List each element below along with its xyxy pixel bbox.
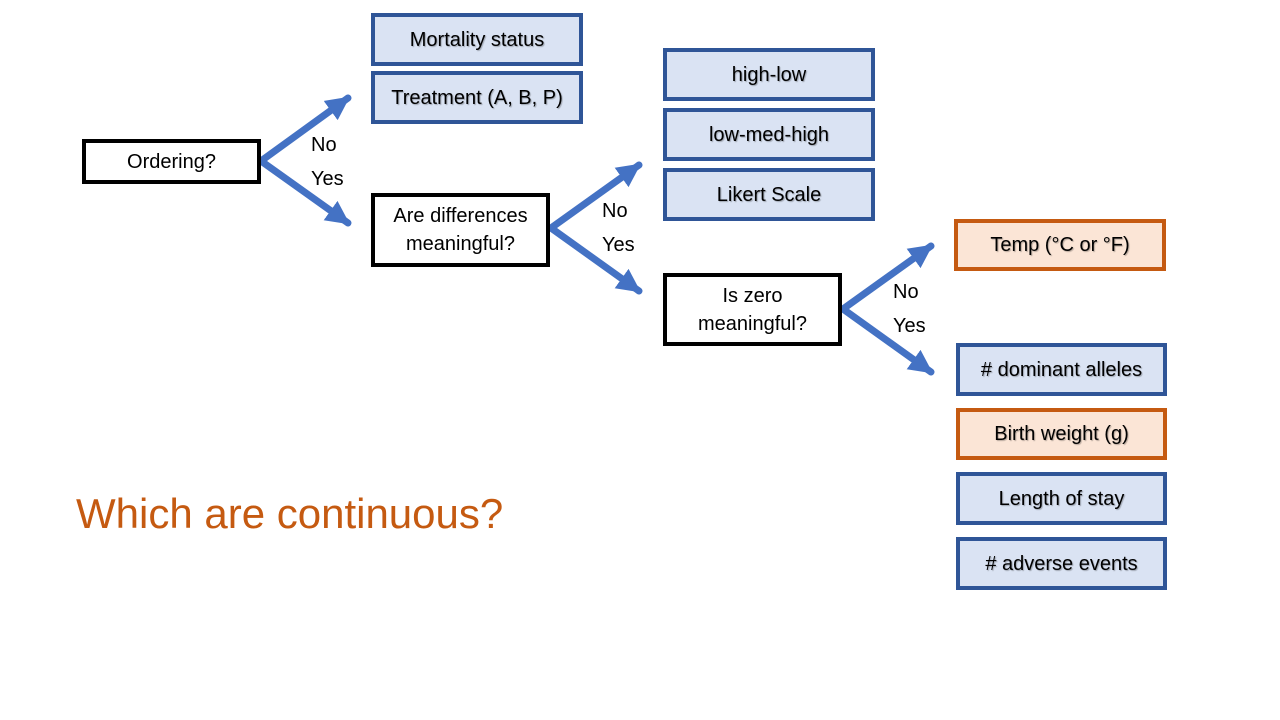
- question-ordering: Ordering?: [82, 139, 261, 184]
- question-zero: Is zero meaningful?: [663, 273, 842, 346]
- arrow-zero-no: [839, 242, 935, 313]
- example-ratio-3: Length of stay: [956, 472, 1167, 525]
- branch-label-no-1: No: [311, 134, 337, 156]
- example-ordinal-2: low-med-high: [663, 108, 875, 161]
- example-nominal-2: Treatment (A, B, P): [371, 71, 583, 124]
- example-nominal-1: Mortality status: [371, 13, 583, 66]
- example-nominal-1-text: Mortality status: [409, 28, 545, 51]
- example-ratio-1-text: # dominant alleles: [980, 358, 1143, 381]
- question-differences: Are differences meaningful?: [371, 193, 550, 267]
- arrow-differences-yes: [547, 224, 643, 295]
- arrow-ordering-yes: [257, 157, 352, 227]
- branch-label-yes-2: Yes: [602, 234, 635, 256]
- example-ratio-4-text: # adverse events: [985, 552, 1138, 575]
- branch-arrows: [257, 94, 935, 376]
- example-ratio-4: # adverse events: [956, 537, 1167, 590]
- example-interval-1: Temp (°C or °F): [954, 219, 1166, 271]
- branch-label-no-3: No: [893, 281, 919, 303]
- example-ratio-2-text: Birth weight (g): [994, 423, 1129, 445]
- example-ratio-3-text: Length of stay: [998, 487, 1125, 510]
- example-ordinal-1-text: high-low: [731, 63, 807, 86]
- branch-label-no-2: No: [602, 200, 628, 222]
- example-ratio-2: Birth weight (g): [956, 408, 1167, 460]
- example-ordinal-1: high-low: [663, 48, 875, 101]
- example-ordinal-2-text: low-med-high: [708, 123, 830, 146]
- arrow-zero-yes: [839, 305, 935, 376]
- arrow-ordering-no: [257, 94, 352, 165]
- example-interval-1-text: Temp (°C or °F): [990, 234, 1130, 256]
- question-zero-text: Is zero meaningful?: [698, 284, 807, 335]
- arrow-differences-no: [547, 161, 643, 232]
- example-ordinal-3-text: Likert Scale: [716, 183, 822, 206]
- example-ordinal-3: Likert Scale: [663, 168, 875, 221]
- question-ordering-text: Ordering?: [127, 150, 216, 173]
- branch-label-yes-3: Yes: [893, 315, 926, 337]
- branch-label-yes-1: Yes: [311, 168, 344, 190]
- example-ratio-1: # dominant alleles: [956, 343, 1167, 396]
- question-differences-text: Are differences meaningful?: [393, 205, 528, 255]
- prompt-text: Which are continuous?: [76, 490, 504, 537]
- example-nominal-2-text: Treatment (A, B, P): [391, 86, 563, 109]
